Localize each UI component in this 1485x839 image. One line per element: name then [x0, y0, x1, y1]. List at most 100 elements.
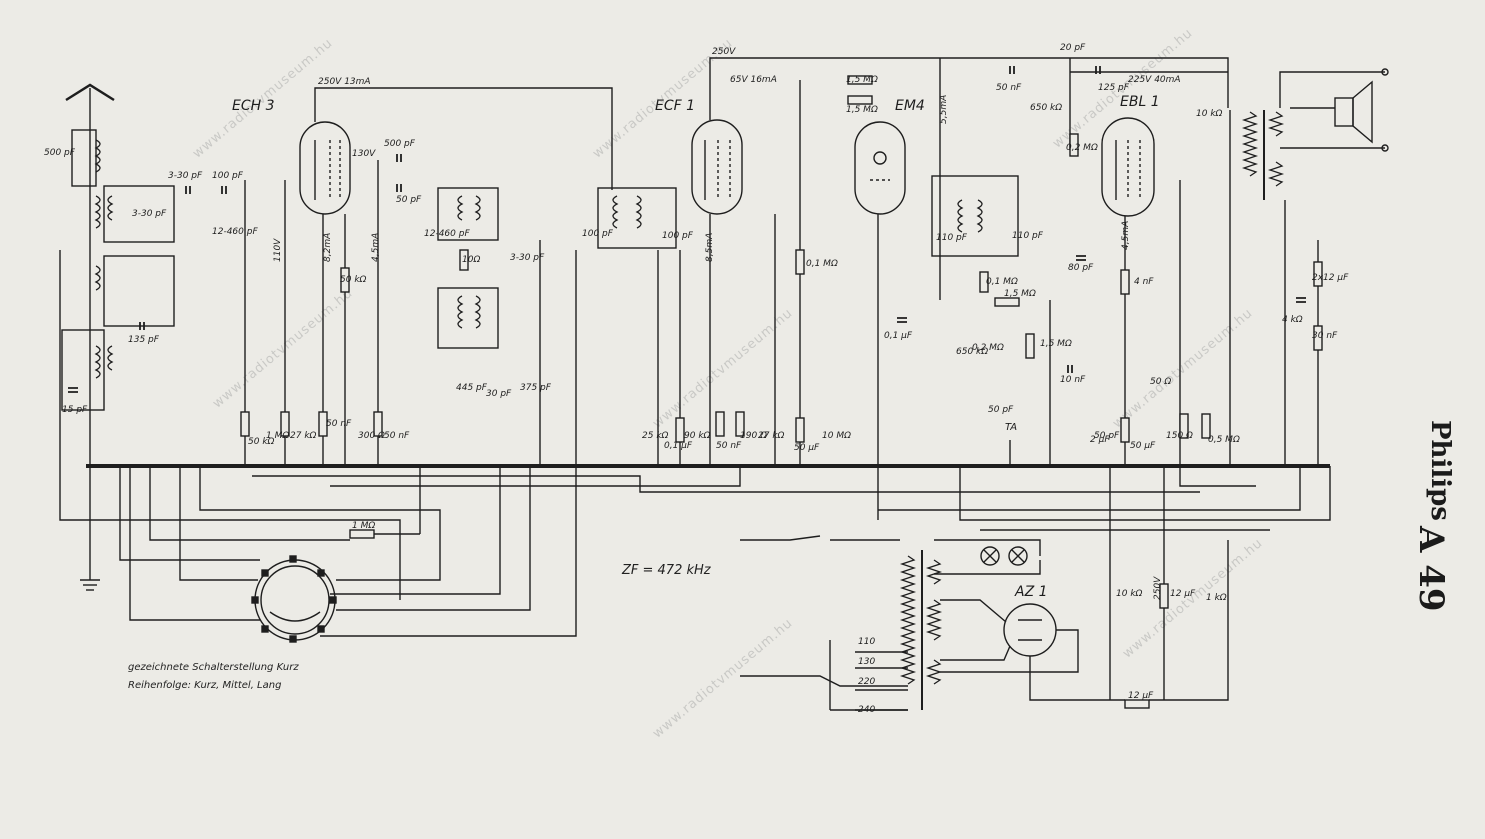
component-label: 100 pF — [212, 171, 244, 181]
component-label: 50 nF — [384, 431, 410, 441]
component-label: 0,2 MΩ — [1066, 143, 1098, 153]
voltage-label: 250V — [712, 47, 736, 57]
component-label: 12-460 pF — [212, 227, 258, 237]
tube-ebl1 — [1101, 117, 1155, 217]
component-label: 80 pF — [1068, 263, 1094, 273]
voltage-label: 130V — [352, 149, 376, 159]
model-title: A 49 — [1411, 526, 1451, 612]
if-transformer-3 — [957, 199, 983, 233]
component-label: 25 kΩ — [642, 431, 669, 441]
component-label: 30 nF — [1312, 331, 1338, 341]
component-label: 650 kΩ — [956, 347, 988, 357]
b-plus-ech3 — [314, 87, 613, 190]
component-label: 30 pF — [486, 389, 512, 399]
component-label: 100 pF — [582, 229, 614, 239]
pilot-lamp-icon — [1008, 546, 1028, 566]
voltage-label: 8,5mA — [705, 233, 715, 262]
tube-label: AZ 1 — [1014, 584, 1048, 600]
component-label: 10 kΩ — [1196, 109, 1223, 119]
tube-az1 — [1003, 603, 1057, 657]
voltage-label: 65V 16mA — [730, 75, 777, 85]
component-label: 135 pF — [128, 335, 160, 345]
component-label: 0,1 µF — [664, 441, 693, 451]
tube-label: ECH 3 — [232, 98, 275, 114]
component-label: 50 µF — [794, 443, 820, 453]
component-label: 4 kΩ — [1282, 315, 1303, 325]
component-label: 50 µF — [1130, 441, 1156, 451]
component-label: 445 pF — [456, 383, 488, 393]
tube-label: EBL 1 — [1120, 94, 1160, 110]
mains-tap-label: 130 — [858, 657, 875, 667]
capacitors — [68, 66, 1306, 393]
component-label: 100 pF — [662, 231, 694, 241]
resistor-10ohm — [459, 249, 469, 271]
component-label: 0,2 MΩ — [972, 343, 1004, 353]
if-transformer-1 — [457, 195, 481, 329]
component-label: 110 pF — [936, 233, 968, 243]
component-label: 150 Ω — [1166, 431, 1193, 441]
mains-switch-icon — [740, 535, 821, 541]
component-label: 50 pF — [988, 405, 1014, 415]
component-label: 500 pF — [44, 148, 76, 158]
component-label: 50 nF — [326, 419, 352, 429]
component-label: 50 nF — [716, 441, 742, 451]
component-label: 1,5 MΩ — [1040, 339, 1072, 349]
component-label: 1 MΩ — [352, 521, 375, 531]
component-label: 10 nF — [1060, 375, 1086, 385]
voltage-label: 4,5mA — [1121, 221, 1131, 250]
output-transformer — [1241, 110, 1285, 200]
component-label: 10 kΩ — [1116, 589, 1143, 599]
component-label: 3-30 pF — [168, 171, 203, 181]
phono-input-label: TA — [1005, 422, 1017, 433]
component-label: 50 kΩ — [248, 437, 275, 447]
component-label: 110 pF — [1012, 231, 1044, 241]
component-label: 650 kΩ — [1030, 103, 1062, 113]
tube-ecf1 — [691, 119, 743, 215]
component-label: 1,5 MΩ — [846, 75, 878, 85]
component-label: 50 nF — [996, 83, 1022, 93]
voltage-label: 5,5mA — [939, 95, 949, 124]
switch-position-note: gezeichnete Schalterstellung Kurz — [128, 662, 299, 673]
component-label: 0,1 µF — [884, 331, 913, 341]
speaker-icon — [1334, 80, 1373, 144]
voltage-label: 250V — [1153, 576, 1163, 600]
mains-tap-label: 240 — [858, 705, 875, 715]
component-label: 12-460 pF — [424, 229, 470, 239]
component-label: 3-30 pF — [132, 209, 167, 219]
component-label: 10 MΩ — [822, 431, 851, 441]
component-label: 27 kΩ — [758, 431, 785, 441]
voltage-label: 225V 40mA — [1128, 75, 1181, 85]
component-label: 0,1 MΩ — [806, 259, 838, 269]
b-plus-main — [709, 57, 1229, 120]
mains-tap-label: 220 — [858, 677, 875, 687]
component-label: 500 pF — [384, 139, 416, 149]
component-label: 2x12 µF — [1312, 273, 1349, 283]
component-label: 1,5 MΩ — [1004, 289, 1036, 299]
voltage-label: 110V — [273, 238, 283, 262]
component-label: 1 MΩ — [266, 431, 289, 441]
component-label: 2 µF — [1090, 435, 1110, 445]
input-coils — [94, 139, 114, 379]
component-label: 27 kΩ — [290, 431, 317, 441]
component-label: 125 pF — [1098, 83, 1130, 93]
component-label: 190 Ω — [740, 431, 767, 441]
tube-label: EM4 — [895, 98, 925, 114]
tube-ech3 — [299, 121, 351, 215]
component-label: 4 nF — [1134, 277, 1154, 287]
mains-tap-label: 110 — [858, 637, 875, 647]
tube-label: ECF 1 — [655, 98, 695, 114]
component-label: 0,1 MΩ — [986, 277, 1018, 287]
component-label: 90 kΩ — [684, 431, 711, 441]
component-label: 10Ω — [462, 255, 480, 265]
component-label: 50 pF — [1094, 431, 1120, 441]
resistors — [240, 75, 1323, 709]
component-label: 300 Ω — [358, 431, 385, 441]
if-transformer-2 — [612, 195, 642, 229]
component-label: 50 pF — [396, 195, 422, 205]
component-label: 50 kΩ — [340, 275, 367, 285]
component-label: 12 µF — [1128, 691, 1154, 701]
brand-title: Philips — [1425, 420, 1455, 521]
